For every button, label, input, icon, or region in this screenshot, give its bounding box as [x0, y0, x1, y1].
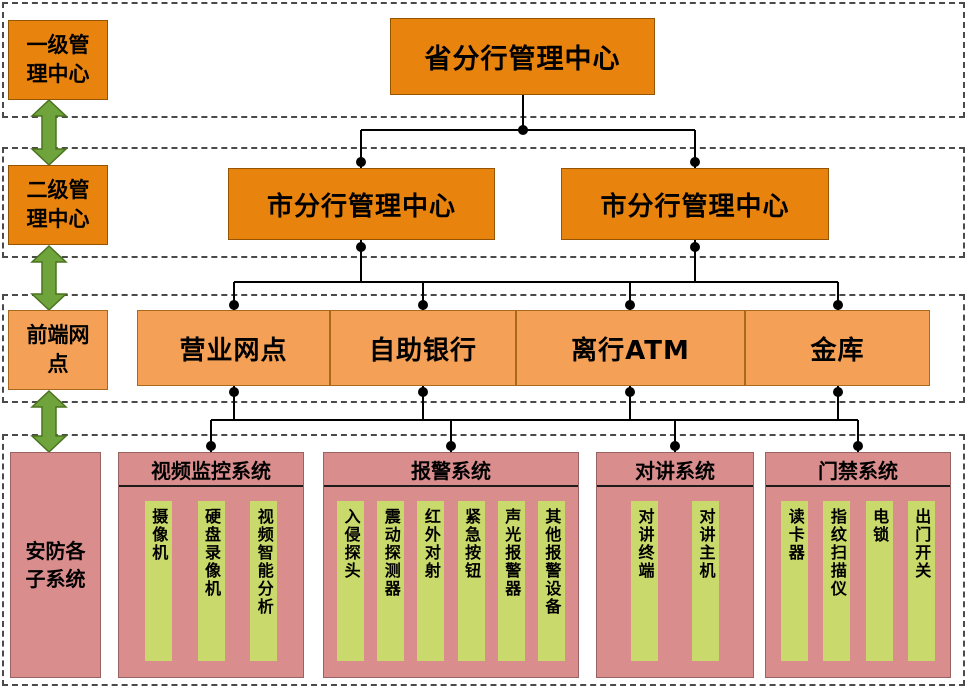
- side-label-level4: 安防各 子系统: [10, 452, 101, 678]
- node-business-outlet: 营业网点: [137, 310, 330, 386]
- group-title: 门禁系统: [766, 453, 950, 487]
- component-bars: 对讲终端 对讲主机: [597, 501, 753, 661]
- component-label: 紧急按钮: [462, 508, 482, 580]
- node-provincial-center: 省分行管理中心: [390, 18, 655, 95]
- item-intercom-terminal: 对讲终端: [631, 501, 658, 661]
- side-label-level2: 二级管 理中心: [8, 165, 108, 245]
- component-bars: 读卡器 指纹扫描仪 电锁 出门开关: [766, 501, 950, 661]
- group-alarm-system: 报警系统 入侵探头 震动探测器 红外对射 紧急按钮 声光报警器 其他报警设备: [323, 452, 579, 678]
- side-label-level1: 一级管 理中心: [8, 20, 108, 100]
- component-label: 入侵探头: [341, 508, 361, 580]
- group-access-control: 门禁系统 读卡器 指纹扫描仪 电锁 出门开关: [765, 452, 951, 678]
- item-electric-lock: 电锁: [865, 501, 893, 661]
- item-camera: 摄像机: [144, 501, 172, 661]
- item-sound-light-alarm: 声光报警器: [497, 501, 525, 661]
- component-label: 出门开关: [912, 508, 932, 580]
- group-video-surveillance: 视频监控系统 摄像机 硬盘录像机 视频智能分析: [118, 452, 304, 678]
- node-city-center-1: 市分行管理中心: [228, 168, 495, 240]
- band-level1: [2, 2, 965, 118]
- node-offsite-atm: 离行ATM: [516, 310, 745, 386]
- node-self-service-bank: 自助银行: [330, 310, 516, 386]
- component-bars: 摄像机 硬盘录像机 视频智能分析: [119, 501, 303, 661]
- item-fingerprint-scanner: 指纹扫描仪: [823, 501, 851, 661]
- component-label: 震动探测器: [381, 508, 401, 598]
- band-level4: [2, 434, 965, 686]
- item-intercom-host: 对讲主机: [692, 501, 719, 661]
- item-other-alarm-devices: 其他报警设备: [537, 501, 565, 661]
- component-bars: 入侵探头 震动探测器 红外对射 紧急按钮 声光报警器 其他报警设备: [324, 501, 578, 661]
- component-label: 其他报警设备: [542, 508, 562, 616]
- item-infrared-beam: 红外对射: [417, 501, 445, 661]
- item-intrusion-probe: 入侵探头: [337, 501, 365, 661]
- component-label: 对讲终端: [635, 508, 655, 580]
- item-exit-switch: 出门开关: [907, 501, 935, 661]
- component-label: 摄像机: [149, 508, 169, 562]
- node-vault: 金库: [745, 310, 930, 386]
- item-card-reader: 读卡器: [781, 501, 809, 661]
- component-label: 视频智能分析: [254, 508, 274, 616]
- component-label: 指纹扫描仪: [827, 508, 847, 598]
- side-label-level3: 前端网 点: [8, 310, 108, 390]
- component-label: 电锁: [870, 508, 890, 544]
- band-level2: [2, 147, 965, 258]
- band-level3: [2, 294, 965, 403]
- group-title: 视频监控系统: [119, 453, 303, 487]
- item-video-analytics: 视频智能分析: [250, 501, 278, 661]
- item-dvr: 硬盘录像机: [197, 501, 225, 661]
- component-label: 红外对射: [421, 508, 441, 580]
- component-label: 对讲主机: [696, 508, 716, 580]
- component-label: 读卡器: [785, 508, 805, 562]
- node-city-center-2: 市分行管理中心: [561, 168, 829, 240]
- component-label: 硬盘录像机: [202, 508, 221, 598]
- item-vibration-detector: 震动探测器: [377, 501, 405, 661]
- junction-dot: [518, 125, 528, 135]
- item-emergency-button: 紧急按钮: [457, 501, 485, 661]
- group-title: 对讲系统: [597, 453, 753, 487]
- group-intercom-system: 对讲系统 对讲终端 对讲主机: [596, 452, 754, 678]
- component-label: 声光报警器: [502, 508, 522, 598]
- group-title: 报警系统: [324, 453, 578, 487]
